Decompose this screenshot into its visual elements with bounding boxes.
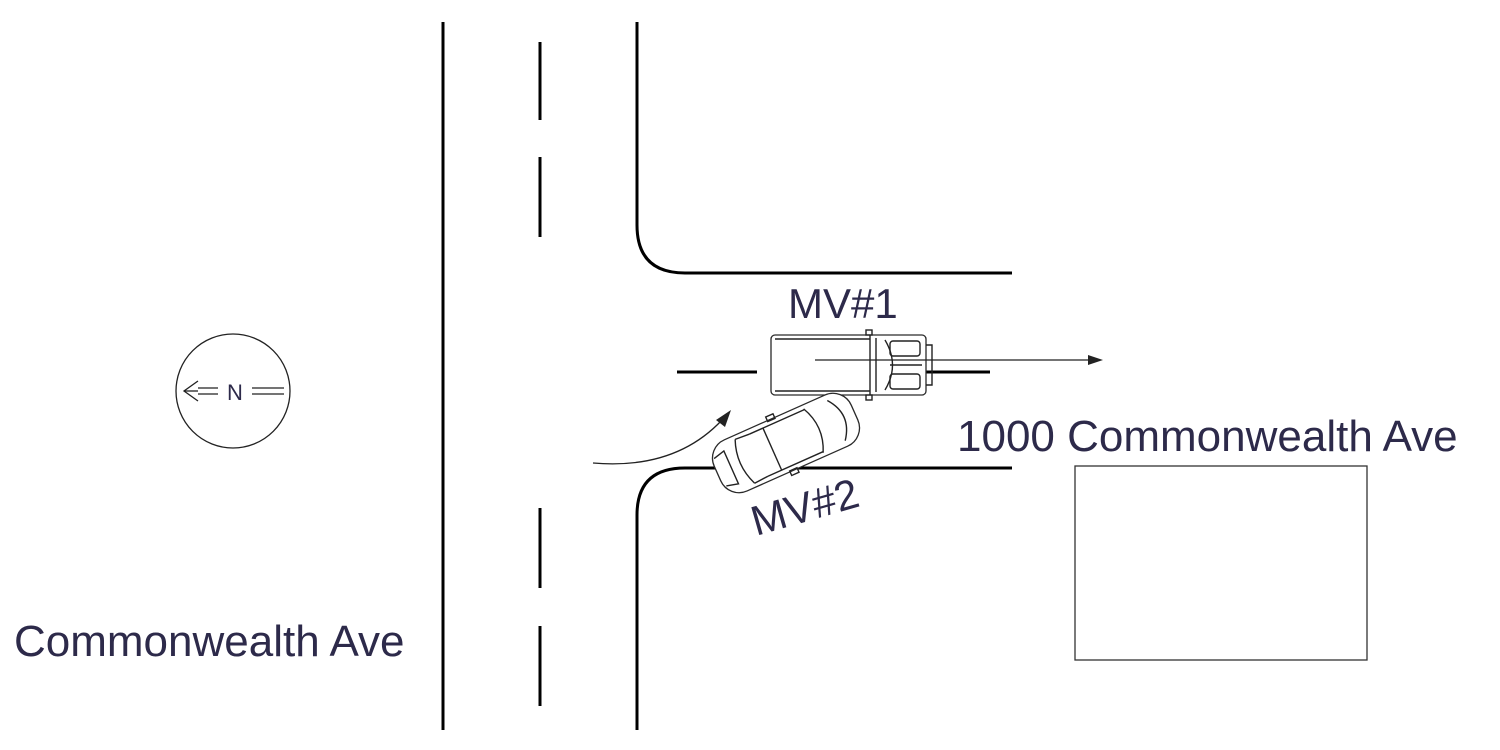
north-label: N — [227, 380, 243, 405]
street-name-label: Commonwealth Ave — [14, 617, 405, 666]
vehicle-1-label: MV#1 — [788, 280, 898, 327]
vehicle-2-icon — [711, 392, 861, 494]
vehicle-1-direction-arrow — [815, 355, 1103, 365]
north-arrow-icon: N — [175, 333, 291, 449]
vehicle-1-icon — [770, 329, 933, 401]
vehicle-2-direction-arrow — [592, 410, 731, 465]
building-outline — [1074, 465, 1368, 661]
commonwealth-ave-road — [441, 22, 1012, 730]
building-address-label: 1000 Commonwealth Ave — [957, 412, 1458, 461]
road-edge-right-upper — [635, 22, 1012, 275]
road-edge-right-lower — [635, 466, 1012, 730]
